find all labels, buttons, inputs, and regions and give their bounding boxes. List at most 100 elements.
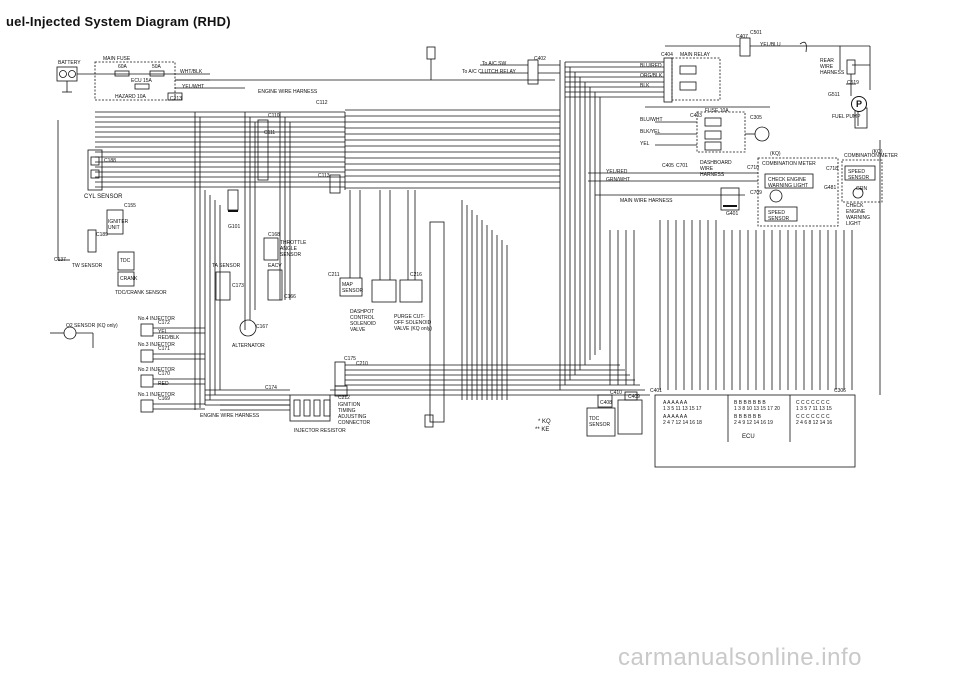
ecu-pins-b-bot-n: 2 4 9 12 14 16 19 bbox=[734, 420, 773, 426]
wire-wht-blk: WHT/BLK bbox=[180, 69, 203, 75]
c710-label: C710 bbox=[747, 165, 759, 171]
c174-label: C174 bbox=[265, 385, 277, 391]
c709-label: C709 bbox=[750, 190, 762, 196]
c189-label: C189 bbox=[96, 232, 108, 238]
main-wire-label: MAIN WIRE HARNESS bbox=[620, 198, 673, 204]
igniter-label: IGNITER UNIT bbox=[108, 219, 129, 231]
c137-label: C137 bbox=[54, 257, 66, 263]
g401-label: G401 bbox=[726, 211, 739, 217]
c168-label: C168 bbox=[268, 232, 280, 238]
inj3-label: No.3 INJECTOR bbox=[138, 342, 175, 348]
ecu-pins-c-bot-n: 2 4 6 8 12 14 16 bbox=[796, 420, 833, 426]
ecu-pins-a-top: A A A A A A bbox=[663, 400, 688, 406]
c402-label: C402 bbox=[534, 56, 546, 62]
ecu-pins-c-top-n: 1 3 5 7 11 13 15 bbox=[796, 406, 832, 412]
g481-label: G481 bbox=[824, 185, 837, 191]
wire-yel-2: YEL bbox=[640, 141, 650, 147]
c407-label: C407 bbox=[736, 34, 748, 40]
kq2-label: (KQ) bbox=[872, 149, 883, 155]
c404-label: C404 bbox=[661, 52, 673, 58]
map-sensor-label: MAP SENSOR bbox=[342, 282, 364, 294]
page-title: uel-Injected System Diagram (RHD) bbox=[6, 14, 231, 29]
c112-label: C112 bbox=[316, 100, 328, 106]
alternator-label: ALTERNATOR bbox=[232, 343, 265, 349]
battery-label: BATTERY bbox=[58, 60, 81, 66]
ecu-fuse-label: ECU 15A bbox=[131, 78, 152, 84]
wire-yel-wht: YEL/WHT bbox=[182, 84, 205, 90]
fuse-10a-label: FUSE 10A bbox=[705, 108, 729, 114]
g101-label: G101 bbox=[228, 224, 241, 230]
ta-sensor-label: TA SENSOR bbox=[212, 263, 241, 269]
inj1-label: No.1 INJECTOR bbox=[138, 392, 175, 398]
c306-label: C306 bbox=[834, 388, 846, 394]
c213-label: C213 bbox=[170, 96, 182, 102]
c403-label: C403 bbox=[690, 113, 702, 119]
eng-wire-top-label: ENGINE WIRE HARNESS bbox=[258, 89, 318, 95]
rear-wire-label: REAR WIRE HARNESS bbox=[820, 58, 845, 76]
c401-label: C401 bbox=[650, 388, 662, 394]
dash-wire-label: DASHBOARD WIRE HARNESS bbox=[700, 160, 732, 178]
c173-label: C173 bbox=[232, 283, 244, 289]
c113-label: C113 bbox=[318, 173, 330, 179]
c501-label: C501 bbox=[750, 30, 762, 36]
fuel-pump-icon: P bbox=[851, 96, 867, 112]
c718-label: C718 bbox=[826, 166, 838, 172]
kq1-label: (KQ) bbox=[770, 151, 781, 157]
speed-1-label: SPEED SENSOR bbox=[768, 210, 790, 222]
c409-label: C409 bbox=[628, 394, 640, 400]
ign-timing-label: IGNITION TIMING ADJUSTING CONNECTOR bbox=[338, 402, 371, 426]
eng-wire-bot-label: ENGINE WIRE HARNESS bbox=[200, 413, 260, 419]
c110-label: C110 bbox=[268, 113, 280, 119]
to-ac-sw-label: To A/C SW bbox=[482, 61, 507, 67]
ecu-pins-a-top-n: 1 3 5 11 13 15 17 bbox=[663, 406, 702, 412]
comb-meter-2-label: COMBINATION METER bbox=[844, 153, 898, 159]
tw-sensor-label: TW SENSOR bbox=[72, 263, 103, 269]
inj4-label: No.4 INJECTOR bbox=[138, 316, 175, 322]
fuse-60a-label: 60A bbox=[118, 64, 127, 70]
c175-label: C175 bbox=[344, 356, 356, 362]
tdc-crank-label: TDC/CRANK SENSOR bbox=[115, 290, 167, 296]
legend-ke: ** KE bbox=[535, 427, 550, 433]
c155-label: C155 bbox=[124, 203, 136, 209]
c305-label: C305 bbox=[750, 115, 762, 121]
eacv-label: EACV bbox=[268, 263, 282, 269]
main-relay-label: MAIN RELAY bbox=[680, 52, 710, 58]
cyl-sensor-label: CYL SENSOR bbox=[84, 194, 123, 200]
c167-label: C167 bbox=[256, 324, 268, 330]
ecu-label: ECU bbox=[742, 434, 755, 440]
c188-label: C188 bbox=[104, 158, 116, 164]
c519-label: C519 bbox=[847, 80, 859, 86]
tdc-sensor-label: TDC SENSOR bbox=[589, 416, 611, 428]
inj2-label: No.2 INJECTOR bbox=[138, 367, 175, 373]
c212-label: C212 bbox=[338, 395, 350, 401]
wire-blu-wht: BLU/WHT bbox=[640, 117, 663, 123]
throttle-label: THROTTLE ANGLE SENSOR bbox=[280, 240, 307, 258]
wire-blk: BLK bbox=[640, 83, 650, 89]
g511-label: G511 bbox=[828, 92, 840, 98]
to-ac-clutch-label: To A/C CLUTCH RELAY bbox=[462, 69, 516, 75]
watermark: carmanualsonline.info bbox=[618, 644, 862, 671]
wire-blk-yel: BLK/YEL bbox=[640, 129, 661, 135]
hazard-fuse-label: HAZARD 10A bbox=[115, 94, 146, 100]
fuse-50a-label: 50A bbox=[152, 64, 161, 70]
ecu-pins-c-top: C C C C C C C bbox=[796, 400, 830, 406]
purge-label: PURGE CUT-OFF SOLENOID VALVE (KQ only) bbox=[394, 314, 432, 332]
fuel-pump-label: FUEL PUMP bbox=[832, 114, 861, 120]
c171-label: C171 bbox=[158, 346, 170, 352]
c701-label: C701 bbox=[676, 163, 688, 169]
ecu-pins-a-bot-n: 2 4 7 12 14 16 18 bbox=[663, 420, 702, 426]
c169-label: C169 bbox=[158, 396, 170, 402]
c166-label: C166 bbox=[284, 294, 296, 300]
ecu-pins-a-bot: A A A A A A bbox=[663, 414, 688, 420]
o2-sensor-label: O2 SENSOR (KQ only) bbox=[66, 323, 118, 329]
c111-label: C111 bbox=[264, 130, 276, 136]
legend-kq: * KQ bbox=[538, 419, 551, 425]
main-fuse-label: MAIN FUSE bbox=[103, 56, 131, 62]
crank-label: CRANK bbox=[120, 276, 138, 282]
ecu-pins-b-top: B B B B B B B bbox=[734, 400, 766, 406]
inj-resistor-label: INJECTOR RESISTOR bbox=[294, 428, 346, 434]
wire-yel-red: YEL/RED bbox=[606, 169, 628, 175]
wire-red: RED bbox=[158, 381, 169, 387]
ecu-pins-b-top-n: 1 3 8 10 13 15 17 20 bbox=[734, 406, 780, 412]
